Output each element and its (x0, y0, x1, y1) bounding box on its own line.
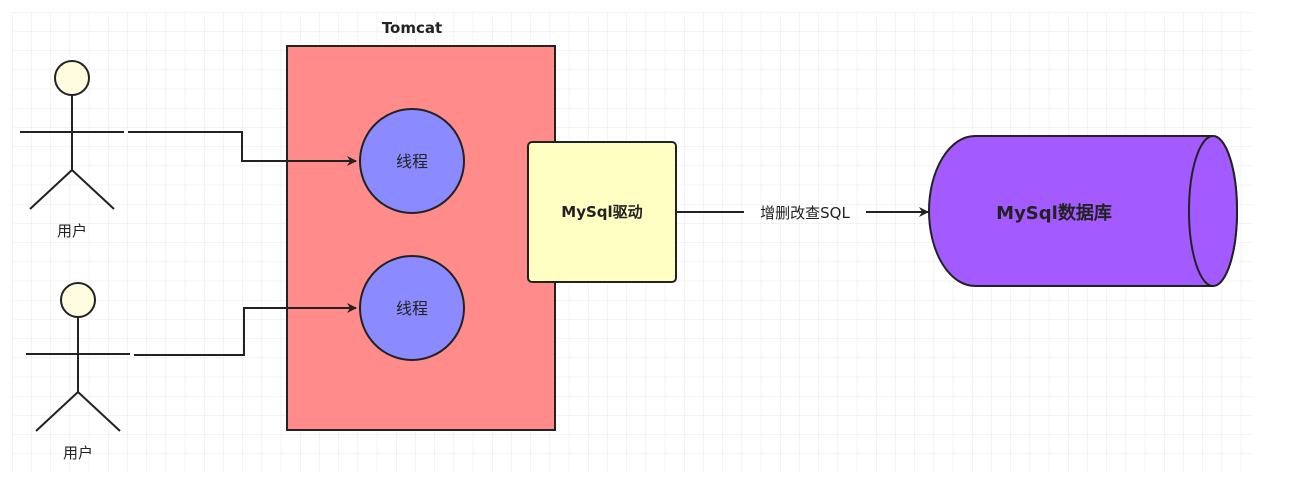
user2-to-thread2-connector (134, 303, 357, 356)
thread-label-2: 线程 (396, 299, 428, 318)
user-label-2: 用户 (63, 444, 93, 462)
user-actor-1[interactable] (20, 60, 124, 210)
user-actor-2[interactable] (26, 282, 130, 432)
mysql-driver-label: MySql驱动 (561, 203, 642, 221)
user-label-1: 用户 (57, 222, 87, 240)
tomcat-container[interactable] (286, 45, 556, 431)
thread-node-1[interactable] (359, 108, 465, 214)
tomcat-title: Tomcat (382, 19, 442, 37)
sql-edge-label: 增删改查SQL (760, 204, 850, 222)
mysql-database-label: MySql数据库 (996, 202, 1112, 224)
user1-to-thread1-connector (128, 131, 357, 166)
mysql-database-cylinder[interactable] (928, 135, 1238, 287)
thread-label-1: 线程 (396, 152, 428, 171)
thread-node-2[interactable] (359, 255, 465, 361)
